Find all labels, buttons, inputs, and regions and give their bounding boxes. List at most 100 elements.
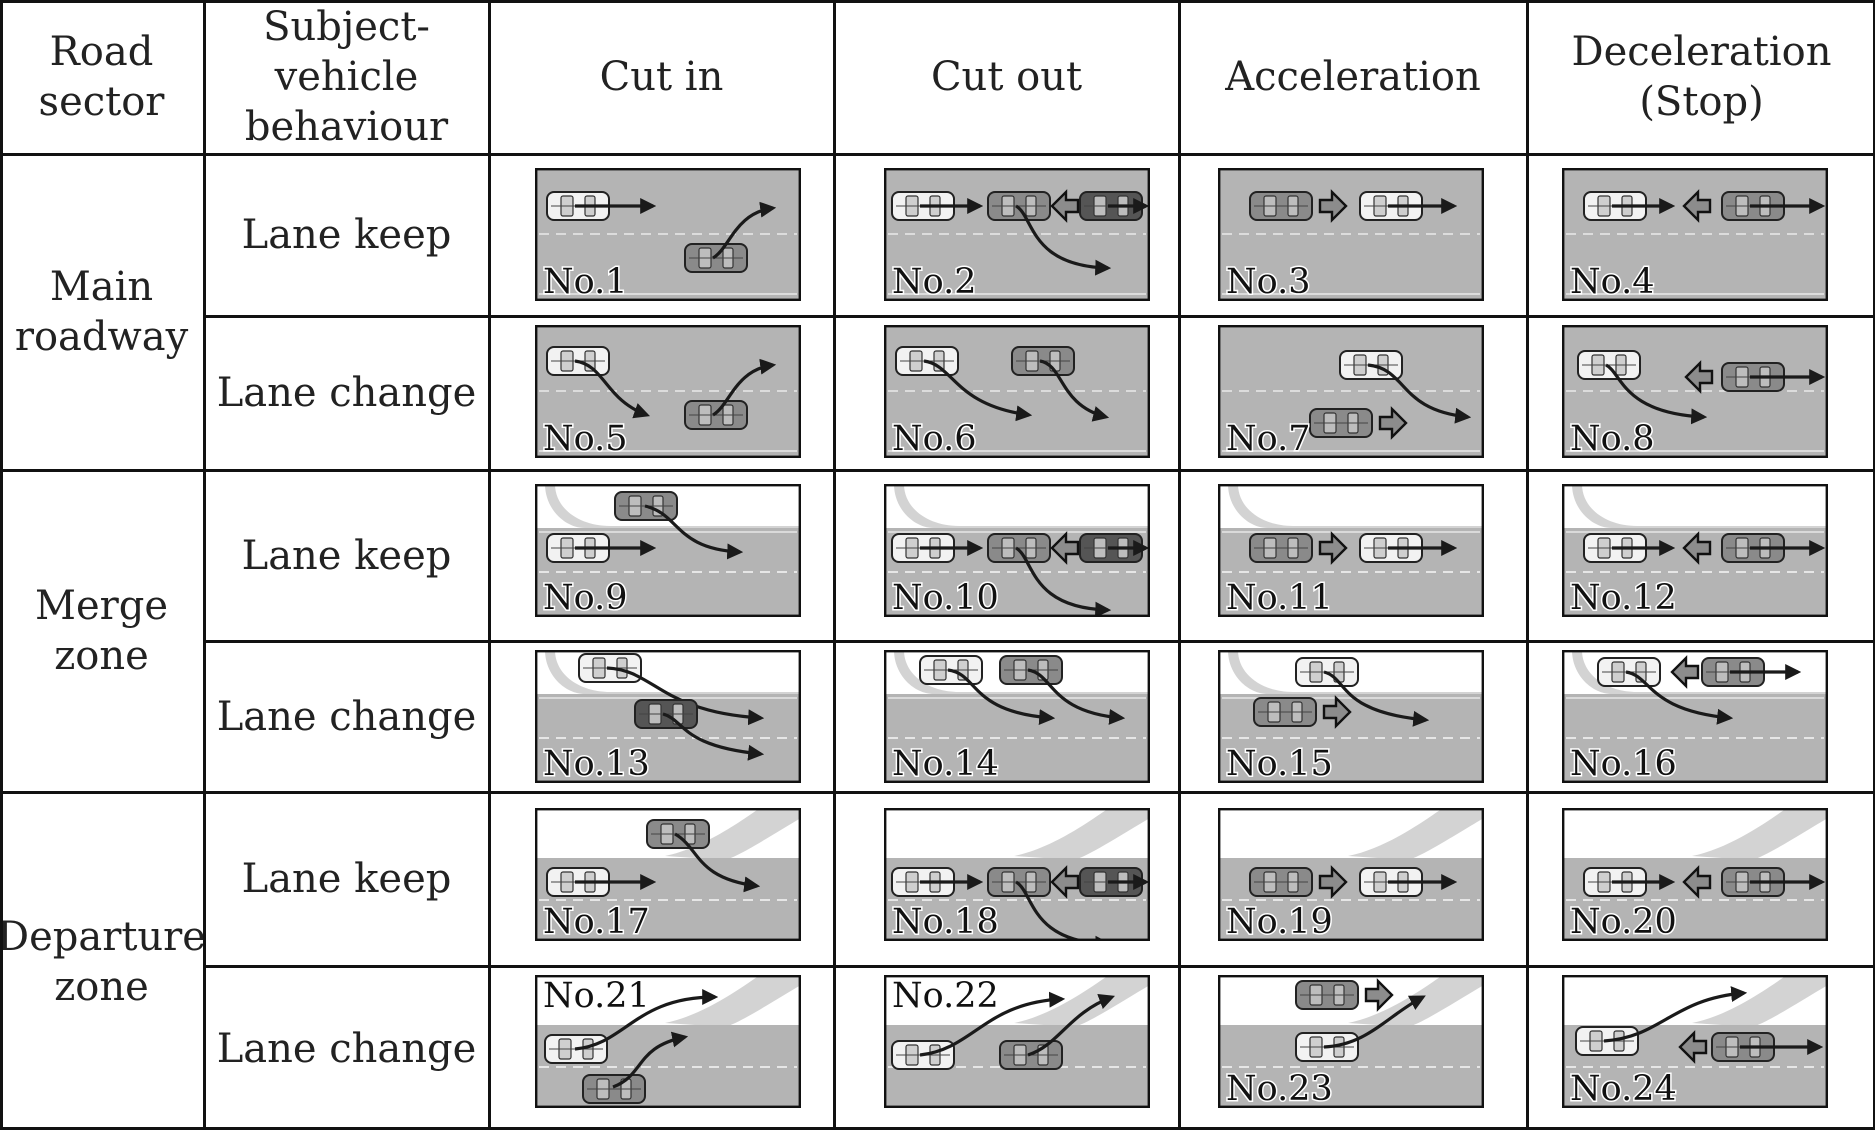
grid-line-horizontal xyxy=(0,153,1875,156)
other-vehicle xyxy=(987,867,1051,897)
scene-border xyxy=(884,484,1150,617)
scene-border xyxy=(1562,808,1828,941)
scenario-number: No.15 xyxy=(1226,744,1333,783)
scene-border xyxy=(884,325,1150,458)
header-cut-out: Cut out xyxy=(930,53,1083,100)
departure-ramp xyxy=(1014,808,1150,860)
motion-arrow xyxy=(1015,204,1112,276)
scenario-diagram: No.2 xyxy=(884,168,1150,301)
subject-vehicle xyxy=(1295,657,1359,687)
scenario-diagram: No.20 xyxy=(1562,808,1828,941)
scene-border xyxy=(884,808,1150,941)
merge-ramp xyxy=(545,650,801,694)
grid-line-horizontal xyxy=(0,791,1875,794)
scenario-number: No.16 xyxy=(1570,744,1677,783)
speed-change-arrow xyxy=(1050,189,1080,223)
other-vehicle xyxy=(684,400,748,430)
motion-arrow xyxy=(1367,363,1472,424)
scene-border xyxy=(884,168,1150,301)
motion-arrow xyxy=(712,201,777,260)
scenario-diagram: No.6 xyxy=(884,325,1150,458)
speed-change-arrow xyxy=(1318,865,1348,899)
speed-change-arrow xyxy=(1318,531,1348,565)
scene-border xyxy=(884,975,1150,1108)
header-deceleration: Deceleration (Stop) xyxy=(1571,28,1832,125)
other-vehicle xyxy=(1253,697,1317,727)
scene-border xyxy=(1562,975,1828,1108)
header-acceleration: Acceleration xyxy=(1225,53,1481,100)
merge-ramp xyxy=(894,650,1150,694)
scenario-diagram: No.9 xyxy=(535,484,801,617)
speed-change-arrow xyxy=(1322,695,1352,729)
other-vehicle xyxy=(684,243,748,273)
motion-arrow xyxy=(1015,880,1112,941)
scenario-number: No.2 xyxy=(892,262,976,301)
motion-arrow xyxy=(1323,670,1430,727)
scenario-diagram: No.13 xyxy=(535,650,801,783)
departure-ramp xyxy=(665,975,801,1027)
departure-ramp xyxy=(1692,975,1828,1027)
sector-merge-zone: Merge zone xyxy=(34,583,169,679)
scene-border xyxy=(1562,650,1828,783)
speed-change-arrow xyxy=(1050,865,1080,899)
scenario-diagram: No.15 xyxy=(1218,650,1484,783)
motion-arrow xyxy=(606,666,765,726)
grid-line-horizontal xyxy=(0,1127,1875,1130)
header-road-sector: Road sector xyxy=(38,28,165,125)
scenario-number: No.7 xyxy=(1226,419,1310,458)
grid-line-vertical xyxy=(1178,0,1181,1130)
grid-line-horizontal xyxy=(203,965,1875,968)
behaviour-label: Lane keep xyxy=(241,856,452,902)
scenario-diagram: No.16 xyxy=(1562,650,1828,783)
grid-line-horizontal xyxy=(0,469,1875,472)
scenario-number: No.4 xyxy=(1570,262,1654,301)
grid-line-horizontal xyxy=(0,0,1875,3)
scenario-diagram: No.18 xyxy=(884,808,1150,941)
grid-line-vertical xyxy=(833,0,836,1130)
other-vehicle xyxy=(1309,408,1373,438)
motion-arrow xyxy=(1027,668,1126,725)
sector-main-roadway: Main roadway xyxy=(14,264,189,360)
scene-border xyxy=(1562,168,1828,301)
behaviour-label: Lane keep xyxy=(241,532,452,579)
scenario-diagram: No.17 xyxy=(535,808,801,941)
scene-border xyxy=(535,168,801,301)
scene-border xyxy=(535,484,801,617)
motion-arrow xyxy=(674,832,761,893)
scenario-number: No.13 xyxy=(543,744,650,783)
scene-border xyxy=(1218,650,1484,783)
scenario-diagram: No.7 xyxy=(1218,325,1484,458)
grid-line-horizontal xyxy=(203,315,1875,318)
scenario-diagram: No.10 xyxy=(884,484,1150,617)
scenario-number: No.24 xyxy=(1570,1069,1677,1108)
scene-border xyxy=(535,975,801,1108)
scene-border xyxy=(535,650,801,783)
grid-line-vertical xyxy=(1526,0,1529,1130)
scenario-diagram: No.21 xyxy=(535,975,801,1108)
scene-border xyxy=(1218,484,1484,617)
other-vehicle xyxy=(987,191,1051,221)
grid-line-vertical xyxy=(1873,0,1875,1130)
speed-change-arrow xyxy=(1378,406,1408,440)
behaviour-label: Lane change xyxy=(216,1025,477,1072)
other-vehicle xyxy=(1249,533,1313,563)
speed-change-arrow xyxy=(1678,1030,1708,1064)
motion-arrow xyxy=(662,712,765,761)
scene-border xyxy=(884,650,1150,783)
header-subject-vehicle-behaviour: Subject-vehicle behaviour xyxy=(244,3,449,150)
other-vehicle xyxy=(582,1074,646,1104)
scenario-number: No.3 xyxy=(1226,262,1310,301)
scenario-diagram: No.11 xyxy=(1218,484,1484,617)
sector-departure-zone: Departure zone xyxy=(0,913,206,1010)
scene-border xyxy=(535,808,801,941)
merge-ramp xyxy=(1572,650,1828,694)
scenario-number: No.12 xyxy=(1570,578,1677,617)
motion-arrow xyxy=(947,668,1056,726)
scenario-number: No.19 xyxy=(1226,902,1333,941)
speed-change-arrow xyxy=(1318,189,1348,223)
scenario-diagram: No.19 xyxy=(1218,808,1484,941)
speed-change-arrow xyxy=(1682,189,1712,223)
motion-arrow xyxy=(574,989,719,1051)
motion-arrow xyxy=(1039,359,1110,422)
